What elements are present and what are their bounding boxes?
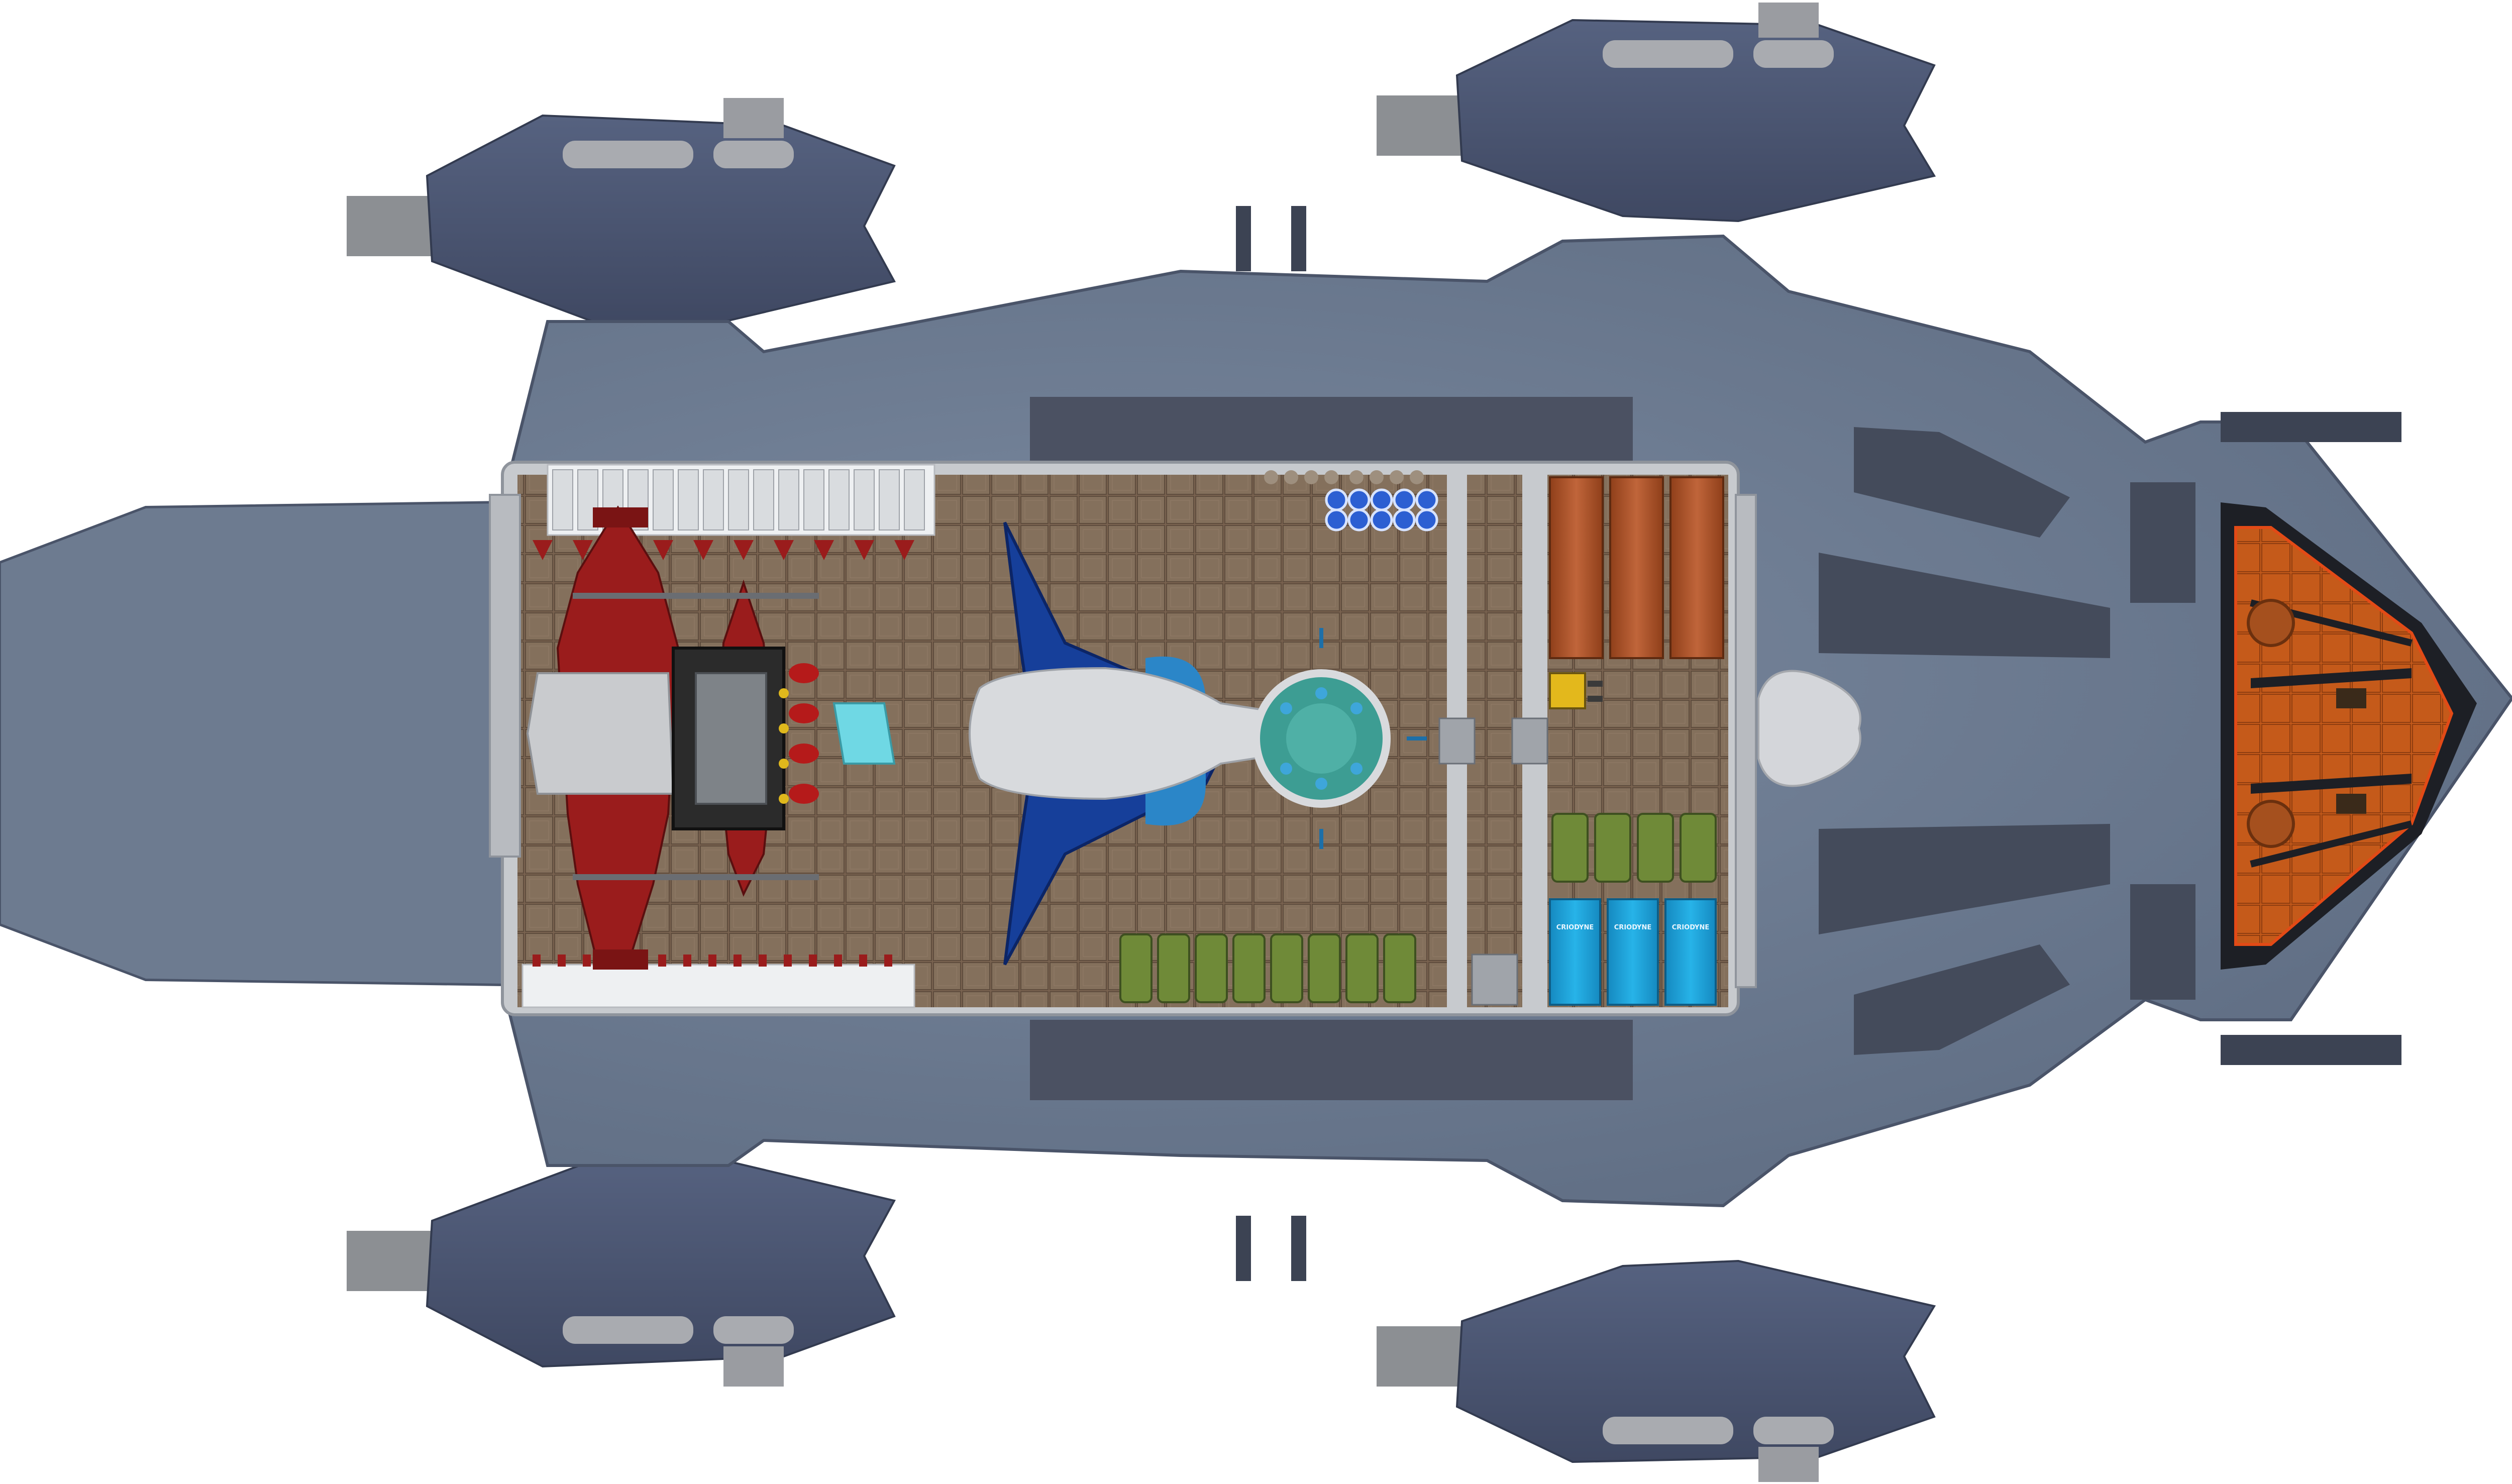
console[interactable] [2336, 794, 2366, 814]
hatch-icon[interactable] [1438, 717, 1476, 765]
fuel-barrel-icon[interactable] [1119, 933, 1416, 1003]
engine-pod-top-left [347, 98, 896, 328]
copilot-seat[interactable] [2247, 800, 2295, 848]
cargo-crate-icon[interactable] [1549, 476, 1724, 659]
engine-nozzle-icon [1377, 1326, 1467, 1387]
criodyne-crate[interactable]: CRIODYNE CRIODYNE CRIODYNE [1549, 898, 1717, 1006]
bottom-hull-panel [1030, 1020, 1633, 1100]
loader-bot-icon[interactable] [1549, 672, 1603, 709]
engine-nozzle-icon [347, 1231, 437, 1291]
engine-pod-top-right [1377, 3, 1936, 223]
crate-label: CRIODYNE [1672, 924, 1709, 931]
missile-rack-bottom [521, 955, 915, 1008]
engine-pod-bottom-left [347, 1154, 896, 1387]
fuel-barrel-icon[interactable] [1551, 813, 1717, 883]
top-hull-panel [1030, 397, 1633, 462]
sensor-dome [1757, 670, 1861, 787]
blue-sphere-icon[interactable] [1264, 470, 1438, 532]
engine-nozzle-icon [1377, 95, 1467, 156]
console[interactable] [2336, 688, 2366, 708]
engine-pod-bottom-right [1377, 1259, 1936, 1482]
stern-door[interactable] [489, 494, 521, 858]
hatch-icon[interactable] [1471, 953, 1518, 1006]
hatch-icon[interactable] [1511, 717, 1548, 765]
bow-door[interactable] [1735, 494, 1757, 988]
fighter-ship-icon[interactable] [526, 505, 896, 970]
cockpit [2221, 502, 2477, 970]
crate-label: CRIODYNE [1614, 924, 1651, 931]
shuttle-ship-icon[interactable] [969, 521, 1427, 966]
crate-label: CRIODYNE [1556, 924, 1594, 931]
engine-nozzle-icon [347, 196, 437, 256]
pilot-seat[interactable] [2247, 599, 2295, 647]
